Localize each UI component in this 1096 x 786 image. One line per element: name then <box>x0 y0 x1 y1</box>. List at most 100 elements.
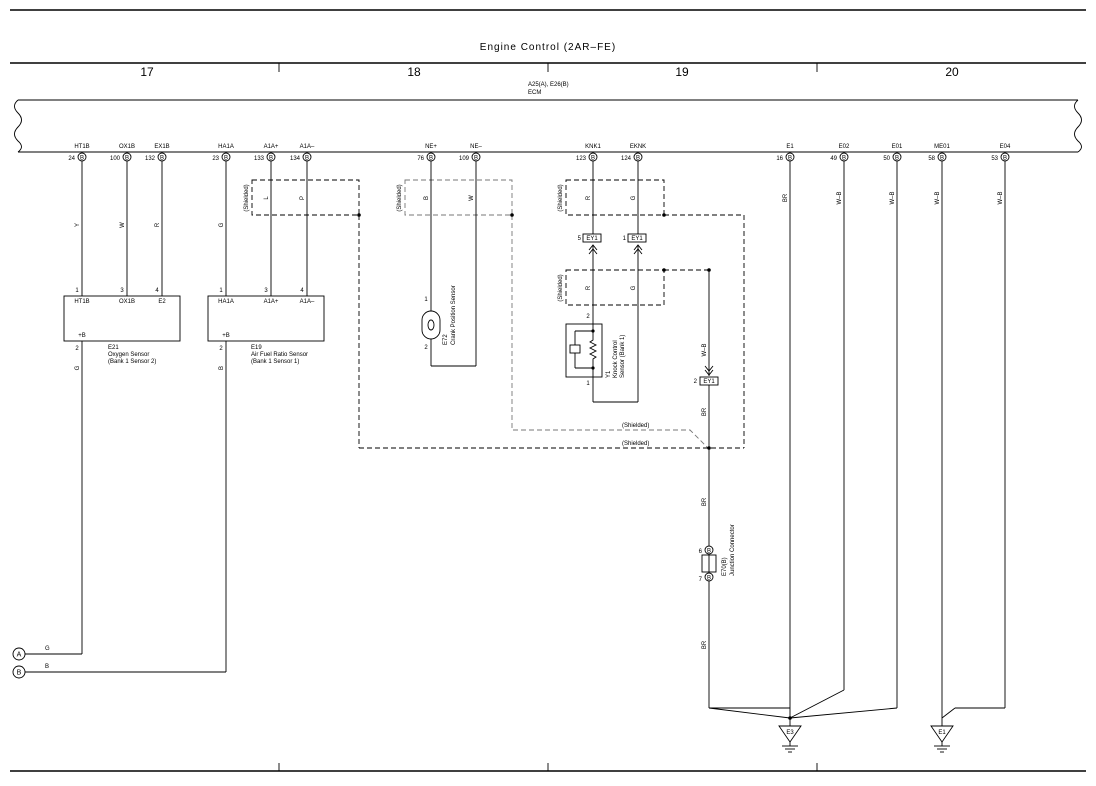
svg-text:EY1: EY1 <box>586 236 598 242</box>
y1-desc: Knock Control <box>613 340 619 378</box>
grid-number: 18 <box>407 65 421 79</box>
svg-text:E04: E04 <box>1000 144 1011 150</box>
shield-box <box>251 179 360 216</box>
svg-text:HA1A: HA1A <box>218 144 234 150</box>
svg-text:100: 100 <box>110 156 121 162</box>
shielded-label: (Shielded) <box>622 441 649 447</box>
svg-text:4: 4 <box>155 288 159 294</box>
shield-network: (Shielded) W–B 2 EY1 BR BR <box>357 213 745 546</box>
svg-text:4: 4 <box>300 288 304 294</box>
svg-text:E2: E2 <box>158 299 166 305</box>
svg-text:6: 6 <box>699 549 703 555</box>
e70-code: E70(B) <box>722 557 728 576</box>
page-title: Engine Control (2AR–FE) <box>480 42 616 53</box>
shielded-label: (Shielded) <box>244 184 250 211</box>
wire-color: P <box>300 196 306 200</box>
junction-connector: 6 B 7 B E70(B) Junction Connector BR <box>699 524 790 709</box>
svg-text:132: 132 <box>145 156 156 162</box>
crank-sensor-symbol <box>421 310 441 340</box>
e19-desc: (Bank 1 Sensor 1) <box>251 359 299 365</box>
shielded-label: (Shielded) <box>558 184 564 211</box>
wire-color: G <box>631 285 637 290</box>
wire-color: B <box>45 664 49 670</box>
e21-desc: Oxygen Sensor <box>108 352 149 358</box>
svg-text:3: 3 <box>264 288 268 294</box>
y1-desc: Sensor (Bank 1) <box>620 335 626 378</box>
svg-text:24: 24 <box>68 156 75 162</box>
svg-text:1: 1 <box>75 288 79 294</box>
svg-text:E1: E1 <box>786 144 794 150</box>
svg-text:124: 124 <box>621 156 632 162</box>
svg-text:ME01: ME01 <box>934 144 950 150</box>
svg-text:KNK1: KNK1 <box>585 144 601 150</box>
svg-text:133: 133 <box>254 156 265 162</box>
ecm-pin: A1A– 134 B <box>290 144 315 162</box>
svg-text:B: B <box>1003 156 1007 162</box>
svg-text:16: 16 <box>776 156 783 162</box>
svg-text:EY1: EY1 <box>631 236 643 242</box>
svg-text:B: B <box>17 670 22 677</box>
svg-text:E02: E02 <box>839 144 850 150</box>
svg-text:50: 50 <box>883 156 890 162</box>
wire-color: W–B <box>702 343 708 356</box>
svg-text:B: B <box>429 156 433 162</box>
svg-text:OX1B: OX1B <box>119 144 135 150</box>
svg-text:53: 53 <box>991 156 998 162</box>
svg-text:B: B <box>474 156 478 162</box>
ecm-connectors: A25(A), E26(B) <box>528 82 569 88</box>
grid-number: 20 <box>945 65 959 79</box>
wire-color: B <box>219 366 225 370</box>
ey1-connector <box>627 233 647 243</box>
shielded-label: (Shielded) <box>622 423 649 429</box>
e21-desc: (Bank 1 Sensor 2) <box>108 359 156 365</box>
ecm-pin: E02 49 B <box>830 144 850 162</box>
svg-text:1: 1 <box>424 297 428 303</box>
svg-text:B: B <box>842 156 846 162</box>
svg-text:B: B <box>788 156 792 162</box>
svg-text:134: 134 <box>290 156 301 162</box>
knock-sensor-circuit: (Shielded) R G 5 EY1 1 EY1 (Shielded) R … <box>558 161 665 403</box>
svg-text:B: B <box>895 156 899 162</box>
ecm-name: ECM <box>528 90 541 96</box>
wire-color: G <box>219 222 225 227</box>
ecm-pin: EKNK 124 B <box>621 144 646 162</box>
wire-color: G <box>631 195 637 200</box>
svg-text:B: B <box>80 156 84 162</box>
ecm-pin: OX1B 100 B <box>110 144 135 162</box>
ecm-pin: E01 50 B <box>883 144 903 162</box>
ecm-pin: E1 16 B <box>776 144 795 162</box>
ecm-pin: HA1A 23 B <box>212 144 234 162</box>
ecm-pin: A1A+ 133 B <box>254 144 279 162</box>
oxygen-sensor-circuit: Y W R 1 3 4 HT1B OX1B E2 +B 2 E21 Oxygen… <box>63 161 181 654</box>
e72-desc: Crank Position Sensor <box>451 285 457 345</box>
svg-text:E1: E1 <box>938 730 946 736</box>
grid-number: 19 <box>675 65 689 79</box>
svg-text:3: 3 <box>120 288 124 294</box>
ecm-pin: KNK1 123 B <box>576 144 602 162</box>
svg-text:2: 2 <box>75 346 79 352</box>
ecm-pin: E04 53 B <box>991 144 1011 162</box>
wire-color: G <box>75 365 81 370</box>
frame <box>10 9 1086 772</box>
svg-text:EKNK: EKNK <box>630 144 646 150</box>
svg-text:58: 58 <box>928 156 935 162</box>
wire-color: R <box>155 222 161 227</box>
ecm-pin: NE– 109 B <box>459 144 483 162</box>
svg-text:49: 49 <box>830 156 837 162</box>
svg-text:5: 5 <box>578 236 582 242</box>
svg-text:B: B <box>707 549 711 555</box>
svg-text:7: 7 <box>699 577 703 583</box>
wire-color: R <box>586 195 592 200</box>
shield-box <box>404 179 513 216</box>
svg-text:B: B <box>125 156 129 162</box>
svg-text:2: 2 <box>219 346 223 352</box>
ecm-pin: HT1B 24 B <box>68 144 89 162</box>
svg-text:A1A+: A1A+ <box>264 144 279 150</box>
svg-text:+B: +B <box>222 333 230 339</box>
svg-text:B: B <box>160 156 164 162</box>
svg-text:HT1B: HT1B <box>74 144 89 150</box>
shielded-label: (Shielded) <box>397 184 403 211</box>
svg-text:1: 1 <box>219 288 223 294</box>
svg-text:B: B <box>305 156 309 162</box>
